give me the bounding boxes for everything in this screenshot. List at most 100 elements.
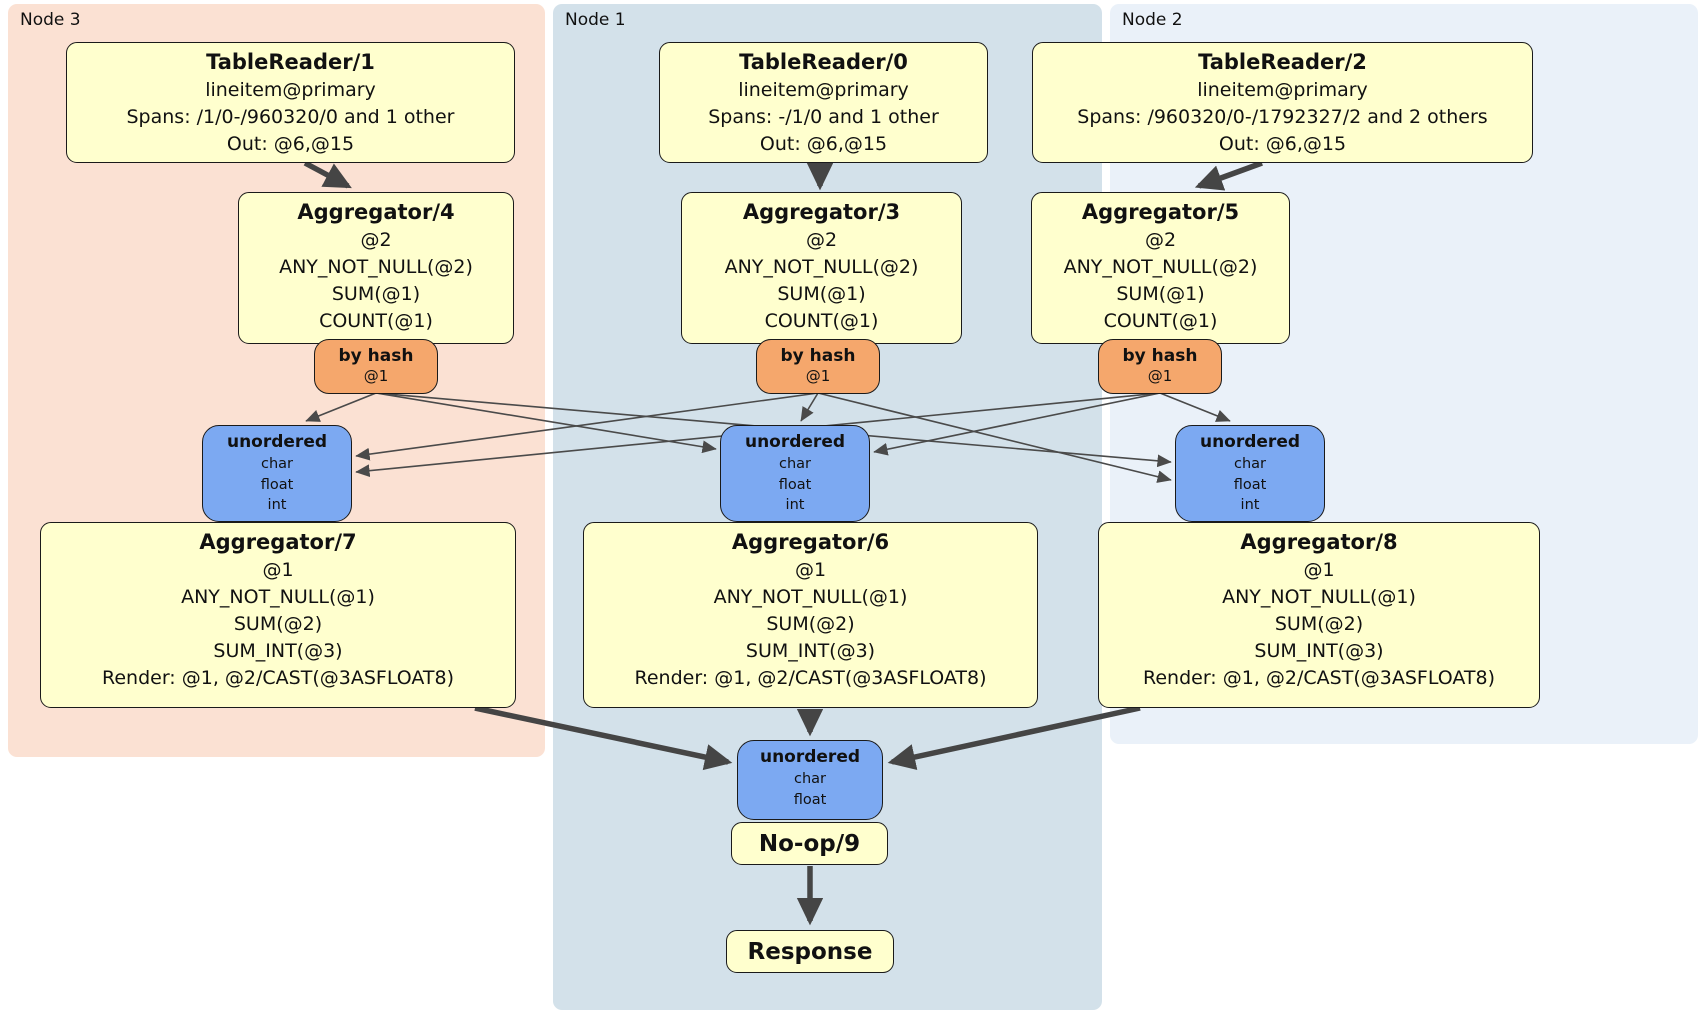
edge-aggregator8-to-unordered-bottom: [887, 705, 1141, 770]
aggregator-8-group: @1: [1303, 559, 1335, 581]
aggregator-6-render: Render: @1, @2/CAST(@3ASFLOAT8): [634, 667, 987, 689]
aggregator-7-box: Aggregator/7 @1 ANY_NOT_NULL(@1) SUM(@2)…: [40, 522, 516, 708]
tablereader-0-spans: Spans: -/1/0 and 1 other: [708, 106, 939, 128]
tablereader-0-index: lineitem@primary: [738, 79, 909, 101]
byhash-node1-title: by hash: [780, 346, 856, 366]
byhash-node2-key: @1: [1147, 367, 1173, 385]
aggregator-8-fn1: ANY_NOT_NULL(@1): [1222, 586, 1416, 608]
edge-byhash1-to-unordered1: [800, 392, 819, 422]
edge-byhash3-to-unordered1: [375, 392, 717, 454]
edge-tablereader2-to-aggregator5: [1194, 160, 1263, 191]
unordered-sync-node2: unordered char float int: [1175, 425, 1325, 522]
edge-byhash2-to-unordered1: [873, 392, 1161, 456]
tablereader-2-title: TableReader/2: [1198, 50, 1367, 74]
aggregator-5-fn2: SUM(@1): [1116, 283, 1205, 305]
node1-panel-label: Node 1: [565, 10, 626, 30]
edge-byhash3-to-unordered3: [305, 392, 377, 422]
aggregator-7-fn1: ANY_NOT_NULL(@1): [181, 586, 375, 608]
aggregator-6-fn2: SUM(@2): [766, 613, 855, 635]
byhash-node3-key: @1: [363, 367, 389, 385]
aggregator-3-fn1: ANY_NOT_NULL(@2): [724, 256, 919, 278]
unordered-node1-type1: char: [778, 456, 811, 472]
tablereader-0-out: Out: @6,@15: [759, 133, 888, 155]
unordered-sync-node1: unordered char float int: [720, 425, 870, 522]
edge-aggregator7-to-unordered-bottom: [474, 705, 733, 771]
unordered-node2-type2: float: [1233, 476, 1267, 493]
aggregator-6-title: Aggregator/6: [731, 530, 890, 554]
aggregator-3-box: Aggregator/3 @2 ANY_NOT_NULL(@2) SUM(@1)…: [681, 192, 962, 344]
aggregator-3-title: Aggregator/3: [742, 200, 901, 224]
unordered-final-type2: float: [793, 791, 827, 808]
tablereader-2-index: lineitem@primary: [1197, 79, 1368, 101]
byhash-router-node2: by hash @1: [1098, 339, 1222, 394]
aggregator-7-group: @1: [262, 559, 294, 581]
aggregator-6-fn3: SUM_INT(@3): [745, 640, 876, 662]
response-box: Response: [726, 930, 894, 973]
aggregator-8-fn2: SUM(@2): [1274, 613, 1364, 635]
aggregator-5-fn3: COUNT(@1): [1103, 310, 1218, 332]
aggregator-8-render: Render: @1, @2/CAST(@3ASFLOAT8): [1143, 667, 1495, 689]
edge-byhash2-to-unordered2: [1159, 392, 1231, 422]
aggregator-3-fn2: SUM(@1): [777, 283, 866, 305]
node2-panel-label: Node 2: [1122, 10, 1183, 30]
unordered-node2-type3: int: [1240, 497, 1260, 513]
byhash-router-node3: by hash @1: [314, 339, 438, 394]
edge-byhash1-to-unordered2: [817, 392, 1172, 483]
unordered-sync-final: unordered char float: [737, 740, 883, 820]
unordered-final-type1: char: [793, 771, 826, 787]
response-title: Response: [747, 939, 873, 965]
byhash-node2-title: by hash: [1122, 346, 1198, 366]
tablereader-0-box: TableReader/0 lineitem@primary Spans: -/…: [659, 42, 988, 163]
aggregator-4-fn3: COUNT(@1): [319, 310, 433, 332]
aggregator-3-fn3: COUNT(@1): [764, 310, 879, 332]
tablereader-1-index: lineitem@primary: [205, 79, 376, 101]
aggregator-8-box: Aggregator/8 @1 ANY_NOT_NULL(@1) SUM(@2)…: [1098, 522, 1540, 708]
aggregator-4-fn2: SUM(@1): [331, 283, 421, 305]
byhash-router-node1: by hash @1: [756, 339, 880, 394]
byhash-node3-title: by hash: [338, 346, 414, 366]
unordered-node3-title: unordered: [226, 432, 328, 452]
aggregator-7-title: Aggregator/7: [199, 530, 357, 554]
unordered-node1-type2: float: [778, 476, 812, 493]
node3-panel-label: Node 3: [20, 10, 81, 30]
tablereader-2-out: Out: @6,@15: [1218, 133, 1347, 155]
aggregator-7-render: Render: @1, @2/CAST(@3ASFLOAT8): [102, 667, 454, 689]
edge-byhash1-to-unordered3: [355, 392, 819, 461]
aggregator-4-group: @2: [360, 229, 392, 251]
aggregator-3-group: @2: [805, 229, 838, 251]
unordered-sync-node3: unordered char float int: [202, 425, 352, 522]
tablereader-1-spans: Spans: /1/0-/960320/0 and 1 other: [126, 106, 455, 128]
aggregator-6-group: @1: [794, 559, 827, 581]
aggregator-8-fn3: SUM_INT(@3): [1254, 640, 1384, 662]
tablereader-1-box: TableReader/1 lineitem@primary Spans: /1…: [66, 42, 515, 163]
tablereader-0-title: TableReader/0: [739, 50, 908, 74]
unordered-node1-title: unordered: [744, 432, 846, 452]
aggregator-4-box: Aggregator/4 @2 ANY_NOT_NULL(@2) SUM(@1)…: [238, 192, 514, 344]
aggregator-5-title: Aggregator/5: [1081, 200, 1240, 224]
aggregator-5-box: Aggregator/5 @2 ANY_NOT_NULL(@2) SUM(@1)…: [1031, 192, 1290, 344]
aggregator-5-fn1: ANY_NOT_NULL(@2): [1063, 256, 1258, 278]
unordered-node3-type1: char: [260, 456, 293, 472]
tablereader-2-box: TableReader/2 lineitem@primary Spans: /9…: [1032, 42, 1533, 163]
aggregator-8-title: Aggregator/8: [1240, 530, 1398, 554]
noop-9-box: No-op/9: [731, 822, 888, 865]
tablereader-1-out: Out: @6,@15: [226, 133, 355, 155]
tablereader-2-spans: Spans: /960320/0-/1792327/2 and 2 others: [1077, 106, 1488, 128]
unordered-node2-type1: char: [1233, 456, 1266, 472]
aggregator-7-fn3: SUM_INT(@3): [213, 640, 343, 662]
unordered-node3-type3: int: [267, 497, 287, 513]
aggregator-4-title: Aggregator/4: [297, 200, 455, 224]
tablereader-1-title: TableReader/1: [206, 50, 375, 74]
unordered-final-title: unordered: [759, 747, 861, 767]
aggregator-5-group: @2: [1144, 229, 1177, 251]
aggregator-4-fn1: ANY_NOT_NULL(@2): [279, 256, 473, 278]
aggregator-6-box: Aggregator/6 @1 ANY_NOT_NULL(@1) SUM(@2)…: [583, 522, 1038, 708]
noop-9-title: No-op/9: [758, 831, 861, 857]
unordered-node2-title: unordered: [1199, 432, 1301, 452]
edge-tablereader1-to-aggregator4: [303, 160, 352, 189]
aggregator-6-fn1: ANY_NOT_NULL(@1): [713, 586, 908, 608]
byhash-node1-key: @1: [805, 367, 831, 385]
aggregator-7-fn2: SUM(@2): [233, 613, 323, 635]
